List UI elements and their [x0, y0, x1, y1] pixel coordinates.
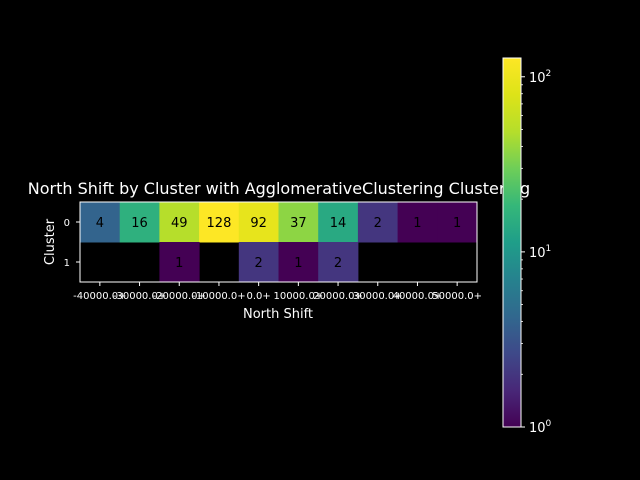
- x-tick-label: 20000.0+: [313, 291, 363, 302]
- cell-value-label: 14: [330, 216, 347, 231]
- heatmap-cell: [159, 242, 200, 283]
- y-tick-label: 0: [64, 218, 70, 229]
- cell-value-label: 1: [294, 256, 302, 271]
- cell-value-label: 2: [255, 256, 263, 271]
- cell-value-label: 1: [175, 256, 183, 271]
- heatmap-cell: [318, 242, 359, 283]
- cell-value-label: 37: [290, 216, 307, 231]
- colorbar: [502, 57, 522, 428]
- x-tick-label: 10000.0+: [273, 291, 323, 302]
- heatmap-cell: [357, 202, 399, 243]
- heatmap-cell: [80, 202, 121, 243]
- colorbar-tick-label: 101: [529, 244, 551, 261]
- y-axis-ticks: 01: [64, 218, 80, 269]
- cell-value-label: 128: [207, 216, 232, 231]
- colorbar-tick-label: 102: [529, 69, 551, 86]
- x-tick-label: -20000.0+: [153, 291, 206, 302]
- colorbar-ticks: 100 101 102: [521, 69, 552, 436]
- x-tick-label: -40000.0+: [73, 291, 126, 302]
- cell-value-label: 4: [96, 216, 104, 231]
- heatmap-cell: [397, 202, 438, 243]
- heatmap-cell-labels: 4 16 49 128 92 37 14 2 1 1 1 2 1 2: [96, 216, 462, 271]
- x-tick-label: -10000.0+: [192, 291, 245, 302]
- cell-value-label: 1: [453, 216, 461, 231]
- heatmap-cell: [119, 202, 160, 243]
- heatmap-cell: [278, 202, 319, 243]
- heatmap-cell: [437, 202, 478, 243]
- heatmap-cell: [238, 202, 279, 243]
- cell-value-label: 92: [250, 216, 267, 231]
- y-axis-label: Cluster: [43, 218, 58, 265]
- cell-value-label: 2: [374, 216, 382, 231]
- heatmap-cells: [80, 202, 478, 283]
- plot-frame: [79, 201, 478, 283]
- heatmap-cell: [318, 202, 359, 243]
- cell-value-label: 1: [413, 216, 421, 231]
- x-tick-label: 50000.0+: [432, 291, 482, 302]
- y-tick-label: 1: [64, 258, 70, 269]
- chart-title: North Shift by Cluster with Agglomerativ…: [28, 179, 530, 198]
- cell-value-label: 49: [171, 216, 188, 231]
- heatmap-cell: [159, 202, 200, 243]
- heatmap-cell: [199, 202, 240, 243]
- x-axis-ticks: -40000.0+-30000.0+-20000.0+-10000.0+0.0+…: [73, 282, 482, 302]
- heatmap-cell: [278, 242, 319, 283]
- colorbar-tick-label: 100: [529, 419, 552, 436]
- heatmap-cell: [238, 242, 279, 283]
- x-tick-label: 0.0+: [247, 291, 271, 302]
- x-axis-label: North Shift: [243, 307, 313, 322]
- cell-value-label: 2: [334, 256, 342, 271]
- x-tick-label: 40000.0+: [393, 291, 443, 302]
- x-tick-label: -30000.0+: [113, 291, 166, 302]
- cell-value-label: 16: [131, 216, 148, 231]
- x-tick-label: 30000.0+: [353, 291, 403, 302]
